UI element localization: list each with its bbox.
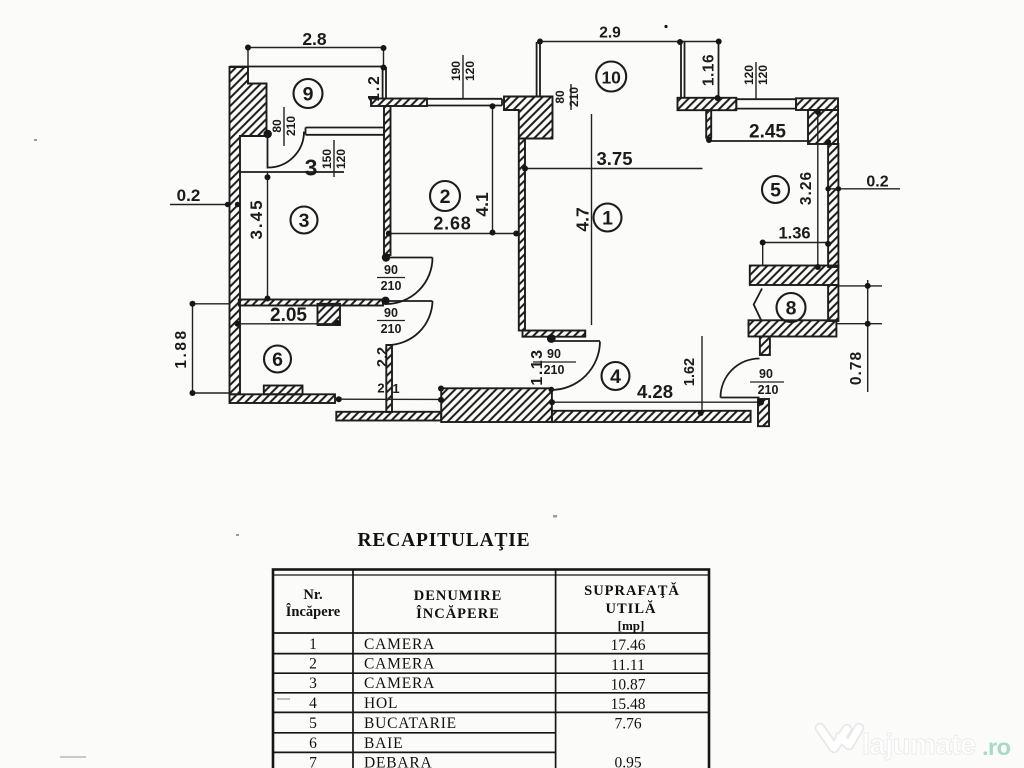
svg-text:7: 7 (309, 755, 317, 768)
svg-text:90: 90 (547, 347, 561, 361)
svg-text:DENUMIRE: DENUMIRE (414, 588, 503, 604)
svg-text:4.1: 4.1 (472, 192, 492, 217)
svg-text:lajumate: lajumate (862, 729, 976, 761)
svg-text:4: 4 (610, 366, 621, 388)
svg-text:120: 120 (742, 65, 756, 85)
svg-text:3.75: 3.75 (596, 148, 632, 169)
svg-text:4.7: 4.7 (573, 207, 593, 231)
svg-text:BAIE: BAIE (364, 735, 403, 752)
svg-text:120: 120 (334, 149, 348, 169)
svg-text:2: 2 (440, 186, 451, 208)
svg-text:1.36: 1.36 (778, 225, 810, 243)
svg-text:6: 6 (272, 349, 283, 371)
svg-text:1.88: 1.88 (173, 328, 190, 368)
svg-text:0.2: 0.2 (866, 174, 888, 191)
svg-text:0.95: 0.95 (614, 755, 641, 768)
svg-text:210: 210 (381, 322, 402, 336)
svg-text:3: 3 (305, 155, 318, 181)
svg-text:5: 5 (770, 180, 781, 202)
svg-text:15.48: 15.48 (611, 696, 646, 713)
svg-text:2.9: 2.9 (599, 25, 621, 42)
svg-text:1.2: 1.2 (366, 74, 383, 102)
svg-text:10.87: 10.87 (611, 677, 646, 694)
svg-text:10: 10 (601, 68, 621, 88)
svg-text:210: 210 (544, 363, 565, 377)
svg-text:3.26: 3.26 (798, 171, 815, 205)
svg-text:1: 1 (392, 381, 399, 396)
svg-text:1: 1 (309, 636, 317, 653)
svg-text:1: 1 (602, 208, 613, 230)
svg-text:11.11: 11.11 (611, 657, 645, 674)
svg-text:CAMERA: CAMERA (364, 675, 435, 692)
svg-text:UTILĂ: UTILĂ (606, 600, 657, 617)
svg-text:80: 80 (553, 90, 567, 104)
svg-text:RECAPITULAŢIE: RECAPITULAŢIE (358, 530, 531, 551)
svg-text:90: 90 (384, 306, 398, 320)
svg-text:DEBARA: DEBARA (364, 755, 433, 768)
svg-text:8: 8 (786, 298, 797, 320)
svg-text:3.45: 3.45 (247, 198, 266, 239)
svg-text:[mp]: [mp] (618, 618, 645, 633)
svg-text:90: 90 (759, 367, 773, 381)
svg-text:2.2: 2.2 (375, 347, 391, 367)
svg-text:2.45: 2.45 (749, 122, 786, 143)
svg-text:2.05: 2.05 (270, 305, 307, 326)
svg-text:210: 210 (284, 116, 298, 136)
svg-text:3: 3 (309, 675, 317, 692)
svg-text:210: 210 (567, 87, 581, 107)
svg-text:CAMERA: CAMERA (364, 636, 435, 653)
svg-text:2: 2 (309, 656, 317, 673)
svg-text:ÎNCĂPERE: ÎNCĂPERE (416, 605, 500, 622)
svg-text:7.76: 7.76 (614, 716, 641, 733)
svg-text:SUPRAFAŢĂ: SUPRAFAŢĂ (584, 582, 680, 599)
svg-text:2.8: 2.8 (302, 29, 327, 49)
svg-text:HOL: HOL (364, 695, 398, 712)
svg-text:6: 6 (309, 735, 317, 752)
svg-text:120: 120 (463, 61, 477, 81)
svg-text:210: 210 (381, 279, 402, 293)
svg-text:2: 2 (377, 381, 384, 396)
svg-text:120: 120 (756, 65, 770, 85)
svg-text:17.46: 17.46 (611, 637, 646, 654)
svg-text:80: 80 (270, 119, 284, 133)
svg-text:0.2: 0.2 (177, 186, 201, 205)
svg-text:90: 90 (384, 263, 398, 277)
svg-text:BUCATARIE: BUCATARIE (364, 715, 457, 732)
svg-text:0.78: 0.78 (848, 351, 865, 385)
svg-text:4: 4 (309, 695, 317, 712)
svg-text:210: 210 (758, 383, 779, 397)
svg-text:Nr.: Nr. (303, 587, 322, 603)
svg-text:2.68: 2.68 (433, 214, 471, 234)
svg-text:150: 150 (320, 149, 334, 169)
svg-text:5: 5 (309, 715, 317, 732)
svg-text:.ro: .ro (982, 734, 1011, 760)
svg-text:CAMERA: CAMERA (364, 656, 435, 673)
svg-text:190: 190 (449, 61, 463, 81)
svg-text:1.16: 1.16 (701, 54, 718, 86)
svg-text:3: 3 (299, 210, 310, 232)
svg-text:9: 9 (303, 84, 314, 106)
svg-text:1.62: 1.62 (682, 358, 698, 386)
svg-text:1.13: 1.13 (529, 348, 546, 385)
svg-text:Încăpere: Încăpere (286, 603, 341, 620)
svg-text:4.28: 4.28 (637, 381, 673, 402)
